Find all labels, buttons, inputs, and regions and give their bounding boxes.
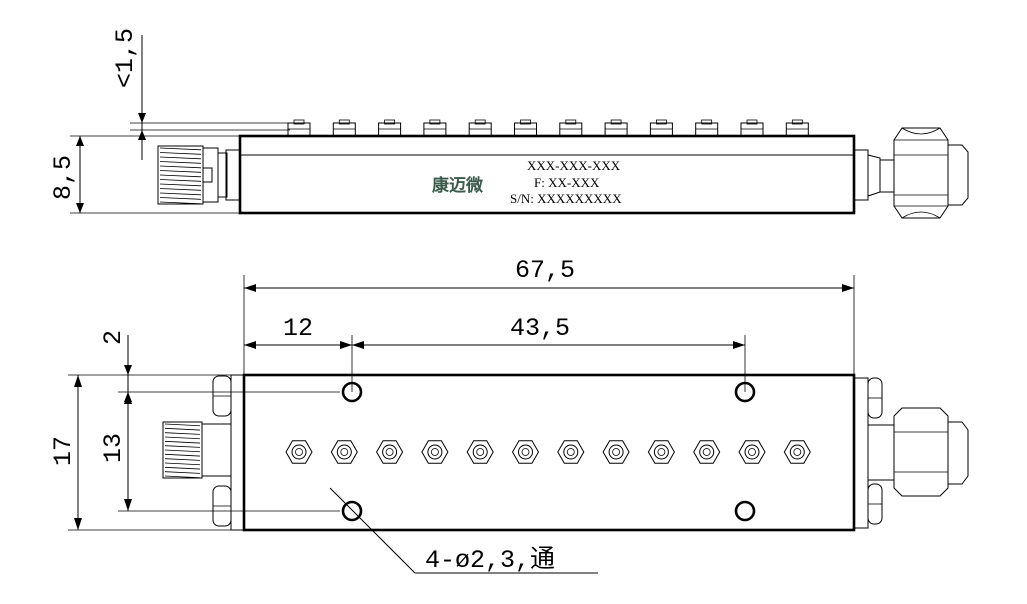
dimension-protrusion: <1,5 (111, 28, 290, 160)
tuning-nut (330, 440, 358, 464)
tuning-screw-side (559, 119, 583, 137)
tuning-nut (285, 440, 313, 464)
tuning-nut (647, 440, 675, 464)
tuning-nut (693, 440, 721, 464)
tuning-nut (421, 440, 449, 464)
side-view: 康迈微 XXX-XXX-XXX F: XX-XXX S/N: XXXXXXXXX… (49, 28, 969, 219)
top-body (242, 373, 856, 532)
brand-text: 康迈微 (432, 175, 484, 196)
connector-threads (159, 147, 202, 205)
hole-callout-label: 4-ø2,3,通 (425, 546, 555, 575)
tuning-nut (783, 440, 811, 464)
hole-edge-label: 2 (99, 330, 128, 345)
hole-span-label: 13 (99, 433, 128, 463)
mounting-hole (341, 500, 363, 522)
side-screw-row (287, 119, 809, 137)
tuning-screw-side (468, 119, 492, 137)
tuning-screw-side (604, 119, 628, 137)
tuning-nut (602, 440, 630, 464)
tuning-nut (376, 440, 404, 464)
height-label: 8,5 (49, 155, 78, 200)
dimension-height: 8,5 (49, 135, 240, 214)
hole-offset-label: 12 (283, 314, 313, 343)
right-connector-top (853, 377, 969, 529)
tuning-screw-side (423, 119, 447, 137)
connector-threads (164, 423, 201, 479)
tuning-nut (738, 440, 766, 464)
top-view: 67,5 12 43,5 17 (49, 256, 969, 575)
model-text: XXX-XXX-XXX (527, 158, 621, 173)
length-label: 67,5 (515, 256, 575, 285)
tuning-nut (557, 440, 585, 464)
tuning-screw-side (740, 119, 764, 137)
tuning-screw-side (514, 119, 537, 137)
tuning-nut (466, 440, 494, 464)
tuning-nut-row (285, 440, 811, 464)
frequency-text: F: XX-XXX (534, 175, 600, 190)
mounting-hole (734, 500, 756, 522)
hole-pitch-label: 43,5 (510, 314, 570, 343)
dimension-width: 17 (49, 374, 244, 531)
tuning-screw-side (785, 119, 809, 137)
serial-text: S/N: XXXXXXXXX (510, 191, 622, 206)
tuning-screw-side (332, 119, 356, 137)
left-connector-top (162, 374, 245, 531)
right-connector-side (853, 127, 969, 219)
tuning-screw-side (695, 119, 719, 137)
dimension-length: 67,5 (243, 256, 855, 375)
tuning-nut (511, 440, 540, 464)
protrusion-label: <1,5 (111, 28, 140, 88)
mounting-holes (341, 381, 756, 522)
tuning-screw-side (378, 119, 402, 137)
hole-callout: 4-ø2,3,通 (329, 487, 598, 575)
product-label: 康迈微 XXX-XXX-XXX F: XX-XXX S/N: XXXXXXXXX (432, 158, 622, 206)
left-connector-side (157, 145, 241, 205)
dimension-hole-positions: 12 43,5 (244, 314, 746, 392)
tuning-screw-side (287, 119, 311, 137)
dimension-hole-span: 13 2 (99, 330, 340, 512)
tuning-screw-side (649, 119, 673, 137)
width-label: 17 (49, 436, 78, 466)
